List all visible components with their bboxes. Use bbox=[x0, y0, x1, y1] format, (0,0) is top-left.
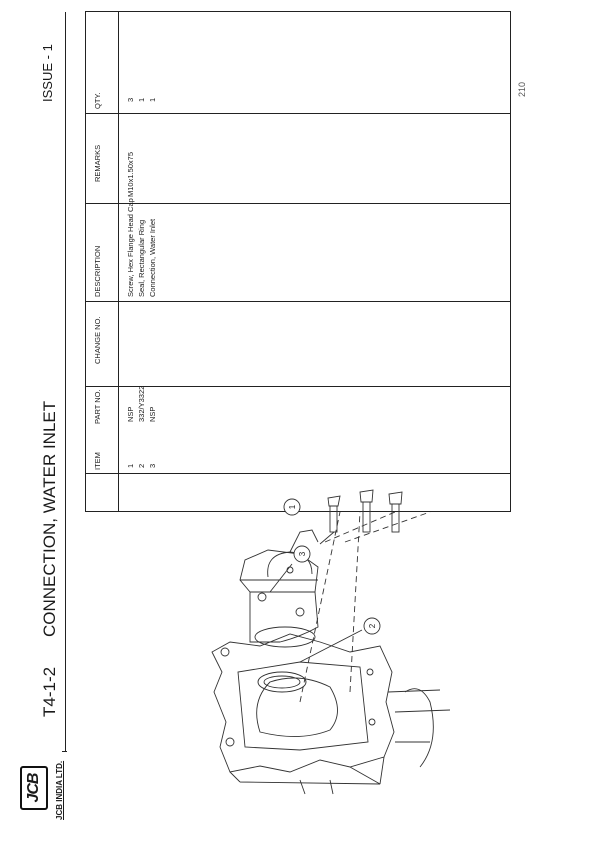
leader-item-3 bbox=[269, 563, 293, 593]
leader-item-2 bbox=[299, 629, 363, 663]
callout-item-2: 2 bbox=[363, 617, 381, 635]
assembly-centerlines bbox=[299, 511, 431, 703]
callout-label-3: 3 bbox=[298, 551, 307, 556]
engine-block-drawing bbox=[211, 633, 451, 795]
leader-item-1 bbox=[319, 531, 335, 545]
seal-ring bbox=[257, 671, 307, 693]
callout-label-2: 2 bbox=[368, 623, 377, 628]
callout-label-1: 1 bbox=[288, 504, 297, 509]
callout-item-1: 1 bbox=[283, 498, 301, 516]
hex-screws bbox=[327, 489, 403, 533]
callout-item-3: 3 bbox=[293, 545, 311, 563]
